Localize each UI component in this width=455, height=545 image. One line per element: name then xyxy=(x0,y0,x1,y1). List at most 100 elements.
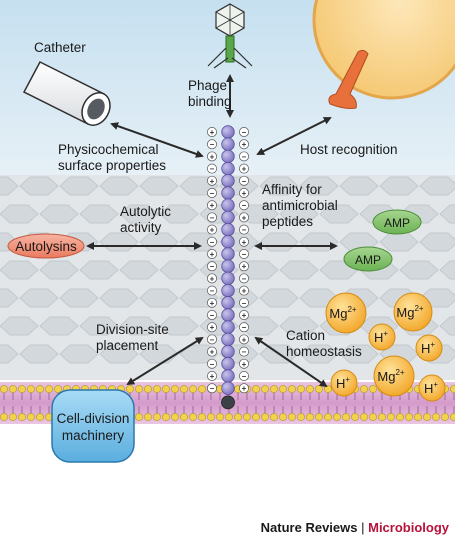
charge-marker xyxy=(239,188,249,198)
lipid-head xyxy=(396,413,404,421)
charge-marker xyxy=(239,310,249,320)
journal-name: Nature Reviews xyxy=(260,520,358,535)
lipid-head xyxy=(378,413,386,421)
lta-bead xyxy=(221,137,235,151)
charge-sign: + xyxy=(242,335,247,344)
charge-marker xyxy=(239,163,249,174)
lta-bead xyxy=(221,344,235,359)
lipid-head xyxy=(45,385,53,393)
division-site-label-1: Division-site xyxy=(96,322,169,337)
charge-marker xyxy=(207,371,217,381)
charge-sign: + xyxy=(210,372,215,381)
phage-label-2: binding xyxy=(188,94,232,109)
lta-bead xyxy=(221,161,235,176)
peptidoglycan-hex xyxy=(0,260,39,280)
lipid-head xyxy=(9,385,17,393)
charge-marker xyxy=(239,273,249,284)
lta-bead xyxy=(221,308,235,322)
charge-marker xyxy=(207,297,217,308)
charge-sign: + xyxy=(242,140,247,149)
peptidoglycan-hex xyxy=(79,316,119,336)
charge-sign: − xyxy=(210,189,215,198)
lta-bead xyxy=(221,357,235,371)
lipid-head xyxy=(270,385,278,393)
lipid-head xyxy=(189,385,197,393)
lipid-head xyxy=(144,385,152,393)
charge-sign: + xyxy=(210,128,215,137)
lipid-head xyxy=(450,413,455,421)
peptidoglycan-hex xyxy=(19,176,59,196)
charge-marker xyxy=(239,127,249,137)
autolytic-label-1: Autolytic xyxy=(120,204,171,219)
lipid-head xyxy=(207,413,215,421)
peptidoglycan-hex xyxy=(339,176,379,196)
lta-bead xyxy=(221,283,235,298)
lipid-head xyxy=(36,385,44,393)
hydrogen-ion: H+ xyxy=(418,374,446,402)
charge-sign: + xyxy=(210,250,215,259)
lipid-head xyxy=(27,413,35,421)
lipid-head xyxy=(189,413,197,421)
lipid-head xyxy=(216,413,224,421)
charge-sign: − xyxy=(242,226,247,235)
lipid-head xyxy=(351,413,359,421)
peptidoglycan-hex xyxy=(319,204,359,224)
lta-bead xyxy=(221,332,235,347)
charge-marker xyxy=(207,188,217,198)
autolytic-label-2: activity xyxy=(120,220,162,235)
lipid-head xyxy=(387,413,395,421)
charge-marker xyxy=(239,285,249,296)
lipid-head xyxy=(243,413,251,421)
peptidoglycan-hex xyxy=(119,316,159,336)
lipid-head xyxy=(0,413,8,421)
credit-separator: | xyxy=(357,520,369,535)
arrow-catheter xyxy=(110,122,204,158)
arrow-host xyxy=(256,117,332,155)
lta-bead xyxy=(221,186,235,200)
lipid-head xyxy=(342,413,350,421)
phage xyxy=(207,3,253,69)
charge-marker xyxy=(207,285,217,296)
charge-sign: + xyxy=(242,165,247,174)
hydrogen-ion: H+ xyxy=(368,323,396,351)
charge-marker xyxy=(239,334,249,345)
lipid-head xyxy=(171,413,179,421)
charge-sign: − xyxy=(210,311,215,320)
charge-marker xyxy=(207,224,217,235)
peptidoglycan-hex xyxy=(99,288,139,308)
charge-sign: + xyxy=(210,323,215,332)
autolysins-label: Autolysins xyxy=(15,239,77,254)
lipid-head xyxy=(450,385,455,393)
host-receptor xyxy=(328,49,369,109)
lipid-head xyxy=(261,385,269,393)
peptidoglycan-hex xyxy=(39,260,79,280)
charge-sign: + xyxy=(242,311,247,320)
lipid-head xyxy=(405,413,413,421)
charge-sign: − xyxy=(242,372,247,381)
charge-marker xyxy=(207,346,217,357)
peptidoglycan-hex xyxy=(399,260,439,280)
charge-sign: − xyxy=(242,250,247,259)
peptidoglycan-hex xyxy=(0,204,39,224)
charge-marker xyxy=(239,151,249,162)
peptidoglycan-hex xyxy=(419,232,455,252)
affinity-label-2: antimicrobial xyxy=(262,198,338,213)
charge-sign: − xyxy=(210,360,215,369)
figure-credit: Nature Reviews | Microbiology xyxy=(0,520,449,535)
amp-peptide-2: AMP xyxy=(343,246,393,272)
lta-bead xyxy=(221,125,235,139)
charge-sign: − xyxy=(210,238,215,247)
peptidoglycan-hex xyxy=(439,260,455,280)
charge-marker xyxy=(207,175,217,186)
peptidoglycan-hex xyxy=(139,288,179,308)
lta-bead xyxy=(221,247,235,261)
host-cell xyxy=(312,0,455,109)
charge-sign: + xyxy=(210,299,215,308)
charge-marker xyxy=(239,212,249,223)
lipid-head xyxy=(27,385,35,393)
lta-bead xyxy=(221,259,235,273)
charge-marker xyxy=(207,236,217,247)
peptidoglycan-hex xyxy=(259,176,299,196)
charge-marker xyxy=(239,139,249,150)
catheter-label: Catheter xyxy=(34,40,86,55)
